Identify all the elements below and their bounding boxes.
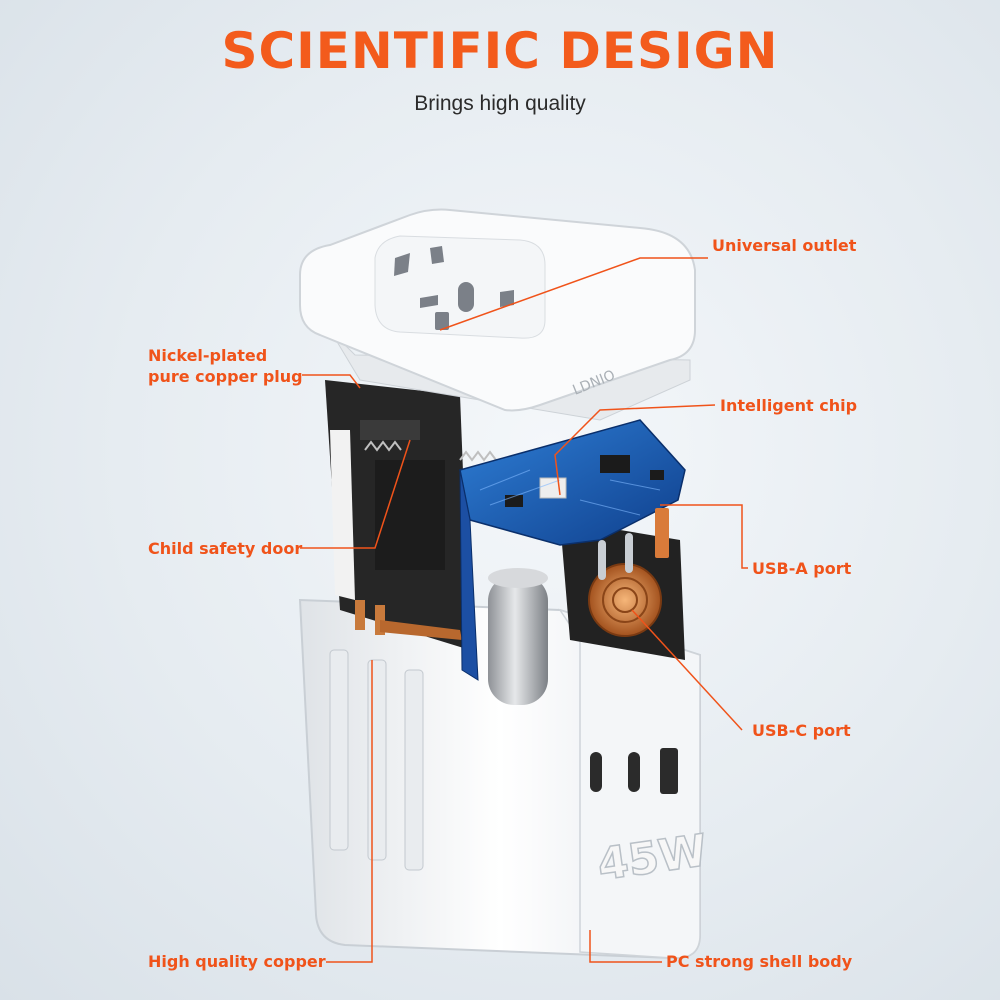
callout-child-safety-door: Child safety door xyxy=(148,539,303,558)
usb-c1-port xyxy=(590,752,602,792)
callout-lines xyxy=(300,257,748,963)
page-title: SCIENTIFIC DESIGN xyxy=(221,22,779,80)
pcb-board xyxy=(459,419,686,681)
usb-a-port xyxy=(660,748,678,794)
callout-usb-c-port: USB-C port xyxy=(752,721,851,740)
callout-pc-shell: PC strong shell body xyxy=(666,952,853,971)
callout-intelligent-chip: Intelligent chip xyxy=(720,396,858,415)
page-subtitle: Brings high quality xyxy=(414,92,586,115)
capacitor xyxy=(488,575,548,705)
callout-nickel-plug-line1: Nickel-plated xyxy=(148,346,268,365)
internal-frame xyxy=(325,380,497,650)
copper-contact xyxy=(355,600,365,630)
callout-nickel-plug-line2: pure copper plug xyxy=(148,367,303,386)
intelligent-chip xyxy=(539,477,567,499)
callout-usb-a-port: USB-A port xyxy=(752,559,852,578)
usb-c2-port xyxy=(628,752,640,792)
internal-components xyxy=(488,520,685,705)
callout-universal-outlet: Universal outlet xyxy=(712,236,857,255)
lower-shell: 45W xyxy=(298,598,711,960)
callout-high-quality-copper: High quality copper xyxy=(148,952,326,971)
